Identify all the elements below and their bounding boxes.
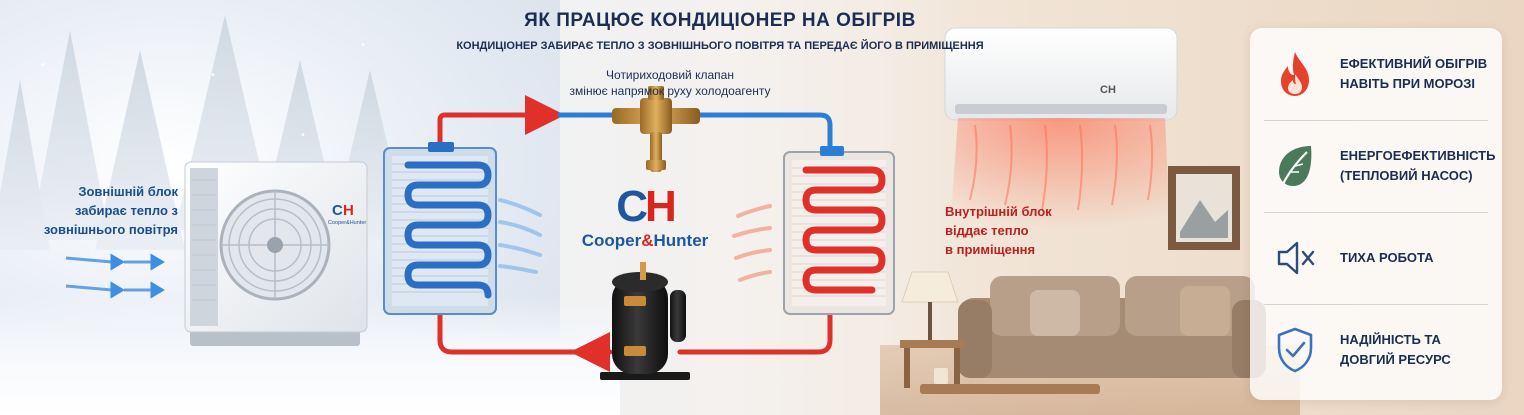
feature-item: ЕНЕРГОЕФЕКТИВНІСТЬ (ТЕПЛОВИЙ НАСОС)	[1250, 120, 1502, 212]
snowflake: •	[360, 40, 366, 51]
brand-name-b: Hunter	[653, 231, 709, 250]
brand-mark-h: H	[645, 182, 677, 231]
four-way-valve	[612, 86, 700, 172]
indoor-label-line: віддає тепло	[945, 223, 1029, 238]
speaker-mute-icon	[1264, 227, 1326, 289]
floor-lamp	[900, 271, 964, 388]
outdoor-heat-exchanger	[383, 142, 497, 315]
sofa	[958, 276, 1266, 378]
feature-item: ЕФЕКТИВНИЙ ОБІГРІВ НАВІТЬ ПРИ МОРОЗІ	[1250, 28, 1502, 120]
brand-logo: CH Cooper&Hunter	[565, 185, 725, 251]
outdoor-unit-label: Зовнішній блок забирає тепло з зовнішньо…	[28, 182, 178, 239]
divider	[1264, 304, 1488, 305]
feature-item: ТИХА РОБОТА	[1250, 212, 1502, 304]
coffee-table	[920, 368, 1100, 394]
outdoor-badge-h: H	[343, 202, 354, 219]
feature-line: ЕНЕРГОЕФЕКТИВНІСТЬ	[1340, 148, 1496, 163]
brand-mark-c: C	[616, 182, 648, 231]
brand-name: Cooper&Hunter	[565, 231, 725, 251]
indoor-label-line: Внутрішній блок	[945, 204, 1052, 219]
leaf-icon	[1264, 135, 1326, 197]
page-title: ЯК ПРАЦЮЄ КОНДИЦІОНЕР НА ОБІГРІВ	[524, 10, 916, 31]
feature-line: ТИХА РОБОТА	[1340, 250, 1434, 265]
outdoor-badge-c: C	[332, 202, 343, 219]
outdoor-badge-text: Cooper&Hunter	[328, 220, 366, 226]
ac-badge-h: H	[1108, 84, 1116, 96]
brand-name-a: Cooper	[581, 231, 642, 250]
valve-label-line: Чотириходовий клапан	[606, 68, 734, 82]
snowflake: •	[210, 70, 216, 81]
flame-icon	[1264, 43, 1326, 105]
indoor-heat-exchanger	[783, 146, 895, 315]
brand-mark: CH	[565, 185, 725, 229]
feature-line: ЕФЕКТИВНИЙ ОБІГРІВ	[1340, 56, 1488, 71]
feature-item: НАДІЙНІСТЬ ТА ДОВГИЙ РЕСУРС	[1250, 304, 1502, 396]
feature-text: НАДІЙНІСТЬ ТА ДОВГИЙ РЕСУРС	[1340, 330, 1451, 370]
snowflake: •	[300, 130, 306, 141]
compressor	[600, 262, 690, 380]
outdoor-label-line: забирає тепло з	[74, 203, 178, 218]
valve-label-line: змінює напрямок руху холодоагенту	[569, 84, 771, 98]
wall-picture	[1168, 166, 1240, 250]
indoor-label-line: в приміщення	[945, 242, 1036, 257]
feature-text: ЕФЕКТИВНИЙ ОБІГРІВ НАВІТЬ ПРИ МОРОЗІ	[1340, 54, 1487, 94]
feature-line: НАВІТЬ ПРИ МОРОЗІ	[1340, 76, 1475, 91]
ac-badge-c: C	[1100, 84, 1108, 96]
feature-line: НАДІЙНІСТЬ ТА	[1340, 332, 1441, 347]
brand-name-amp: &	[641, 231, 654, 250]
outside-air-arrows	[65, 253, 165, 299]
outdoor-unit: C H Cooper&Hunter	[184, 161, 368, 346]
feature-line: (ТЕПЛОВИЙ НАСОС)	[1340, 168, 1473, 183]
feature-text: ЕНЕРГОЕФЕКТИВНІСТЬ (ТЕПЛОВИЙ НАСОС)	[1340, 146, 1495, 186]
refrigerant-pipes	[437, 95, 833, 372]
feature-line: ДОВГИЙ РЕСУРС	[1340, 352, 1451, 367]
features-panel: ЕФЕКТИВНИЙ ОБІГРІВ НАВІТЬ ПРИ МОРОЗІ ЕНЕ…	[1250, 28, 1502, 400]
snowflake: •	[40, 60, 46, 71]
outdoor-air-streams	[498, 198, 542, 274]
valve-label: Чотириходовий клапан змінює напрямок рух…	[520, 67, 820, 99]
shield-check-icon	[1264, 319, 1326, 381]
divider	[1264, 120, 1488, 121]
page-subtitle: КОНДИЦІОНЕР ЗАБИРАЄ ТЕПЛО З ЗОВНІШНЬОГО …	[456, 40, 984, 52]
snowflake: •	[120, 110, 126, 121]
indoor-ac-unit: C H	[944, 27, 1178, 230]
divider	[1264, 212, 1488, 213]
outdoor-label-line: зовнішнього повітря	[43, 222, 178, 237]
indoor-air-streams	[732, 204, 772, 282]
outdoor-label-line: Зовнішній блок	[78, 184, 178, 199]
indoor-unit-label: Внутрішній блок віддає тепло в приміщенн…	[945, 202, 1095, 259]
feature-text: ТИХА РОБОТА	[1340, 248, 1434, 268]
